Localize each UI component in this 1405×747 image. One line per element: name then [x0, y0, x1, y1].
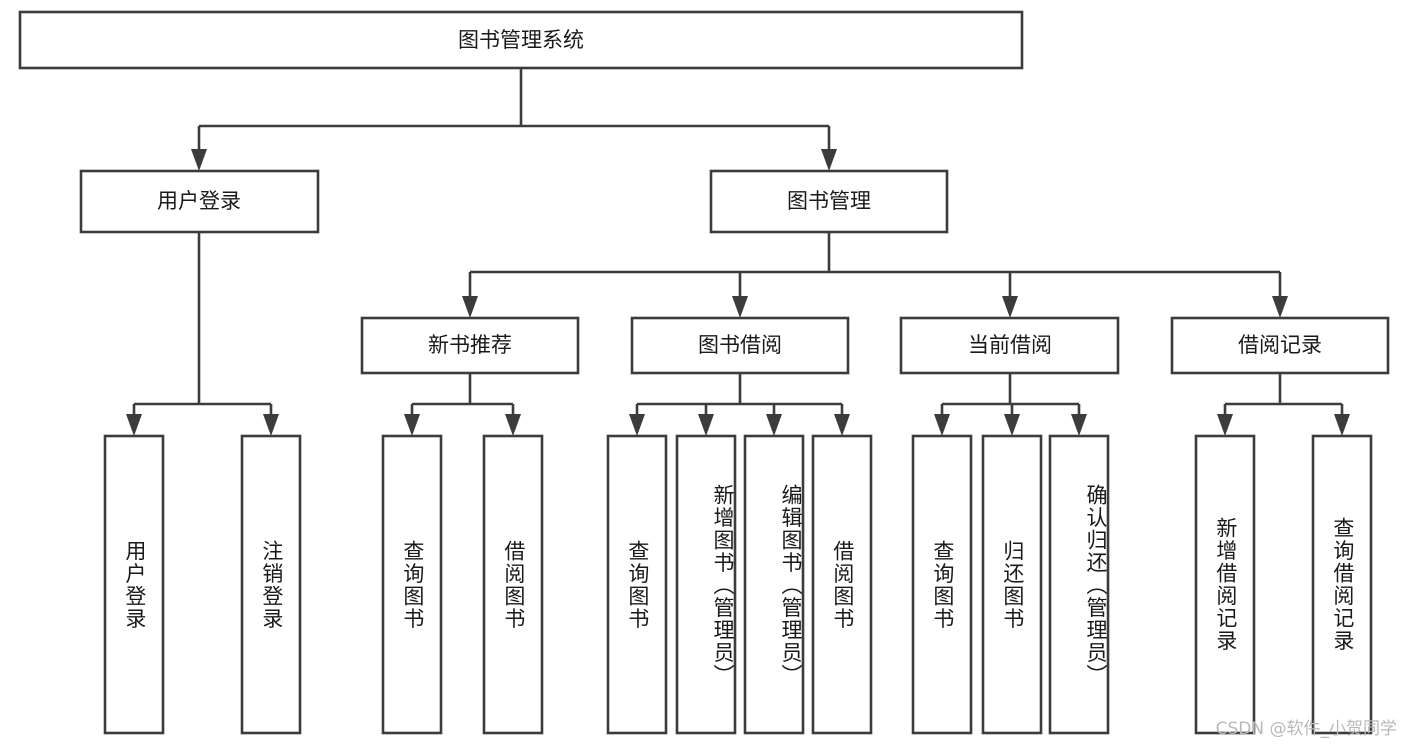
watermark: CSDN @软件_小贺同学 — [1215, 719, 1397, 739]
connector-bookmgmt-to-level3 — [462, 232, 1288, 318]
node-book-borrow[interactable]: 图书借阅 — [630, 316, 850, 375]
arrow-head-icon — [698, 414, 714, 436]
arrow-head-icon — [1334, 414, 1350, 436]
arrow-head-icon — [404, 414, 420, 436]
leaf-box-return-book[interactable] — [981, 434, 1043, 735]
node-current-borrow[interactable]: 当前借阅 — [899, 316, 1120, 375]
arrow-head-icon — [1217, 414, 1233, 436]
node-borrow-record-label: 借阅记录 — [1238, 333, 1322, 357]
leaf-box-user-login[interactable] — [103, 434, 165, 735]
node-new-book-recommend[interactable]: 新书推荐 — [360, 316, 580, 375]
arrow-head-icon — [126, 414, 142, 436]
arrow-head-icon — [934, 414, 950, 436]
leaf-box-borrow-book-1[interactable] — [482, 434, 544, 735]
arrow-head-icon — [263, 414, 279, 436]
node-user-login[interactable]: 用户登录 — [79, 169, 320, 234]
leaf-box-query-borrow-record[interactable] — [1311, 434, 1373, 735]
arrow-head-icon — [505, 414, 521, 436]
node-book-borrow-label: 图书借阅 — [698, 333, 782, 357]
connector-root-to-level2 — [191, 68, 837, 171]
leaf-box-add-borrow-record[interactable] — [1194, 434, 1256, 735]
arrow-head-icon — [1004, 414, 1020, 436]
arrow-head-icon — [1002, 296, 1018, 318]
node-root-label: 图书管理系统 — [458, 28, 584, 52]
arrow-head-icon — [462, 296, 478, 318]
arrow-head-icon — [1272, 296, 1288, 318]
connector-newbook-to-leaves — [404, 373, 521, 436]
node-book-management-label: 图书管理 — [787, 189, 871, 213]
connector-borrowrecord-to-leaves — [1217, 373, 1350, 436]
leaf-box-borrow-book-2[interactable] — [811, 434, 873, 735]
leaf-box-query-book-1[interactable] — [381, 434, 443, 735]
node-root[interactable]: 图书管理系统 — [18, 10, 1024, 70]
leaf-box-query-book-2[interactable] — [606, 434, 668, 735]
node-book-management[interactable]: 图书管理 — [709, 169, 949, 234]
leaf-box-logout[interactable] — [240, 434, 302, 735]
arrow-head-icon — [191, 149, 207, 171]
node-current-borrow-label: 当前借阅 — [968, 333, 1052, 357]
connector-currentborrow-to-leaves — [934, 373, 1087, 436]
leaf-box-edit-book-admin[interactable] — [743, 434, 805, 735]
arrow-head-icon — [629, 414, 645, 436]
arrow-head-icon — [766, 414, 782, 436]
connector-userlogin-to-leaves — [126, 232, 279, 436]
node-borrow-record[interactable]: 借阅记录 — [1170, 316, 1390, 375]
arrow-head-icon — [834, 414, 850, 436]
arrow-head-icon — [821, 149, 837, 171]
arrow-head-icon — [732, 296, 748, 318]
connector-bookborrow-to-leaves — [629, 373, 850, 436]
leaf-box-confirm-return-admin[interactable] — [1048, 434, 1110, 735]
node-new-book-recommend-label: 新书推荐 — [428, 333, 512, 357]
node-user-login-label: 用户登录 — [157, 189, 241, 213]
leaf-box-query-book-3[interactable] — [911, 434, 973, 735]
leaf-box-add-book-admin[interactable] — [675, 434, 737, 735]
arrow-head-icon — [1071, 414, 1087, 436]
